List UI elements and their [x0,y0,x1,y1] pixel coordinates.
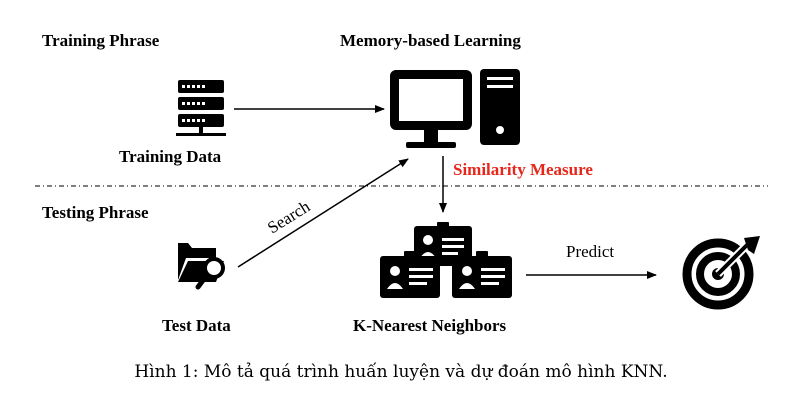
figure-caption: Hình 1: Mô tả quá trình huấn luyện và dự… [134,362,668,382]
target-icon [682,236,760,310]
knn-label: K-Nearest Neighbors [353,316,507,335]
search-edge-label: Search [264,197,314,238]
server-icon [176,80,226,136]
training-phase-title: Training Phrase [42,31,160,50]
training-data-label: Training Data [119,147,222,166]
people-group-icon [380,222,512,298]
predict-edge-label: Predict [566,242,615,261]
testing-phase-title: Testing Phrase [42,203,149,222]
similarity-measure-label: Similarity Measure [453,160,593,179]
memory-based-learning-label: Memory-based Learning [340,31,521,50]
arrow-search [237,158,409,268]
folder-search-icon [178,243,225,290]
test-data-label: Test Data [162,316,231,335]
computer-icon [390,69,520,148]
